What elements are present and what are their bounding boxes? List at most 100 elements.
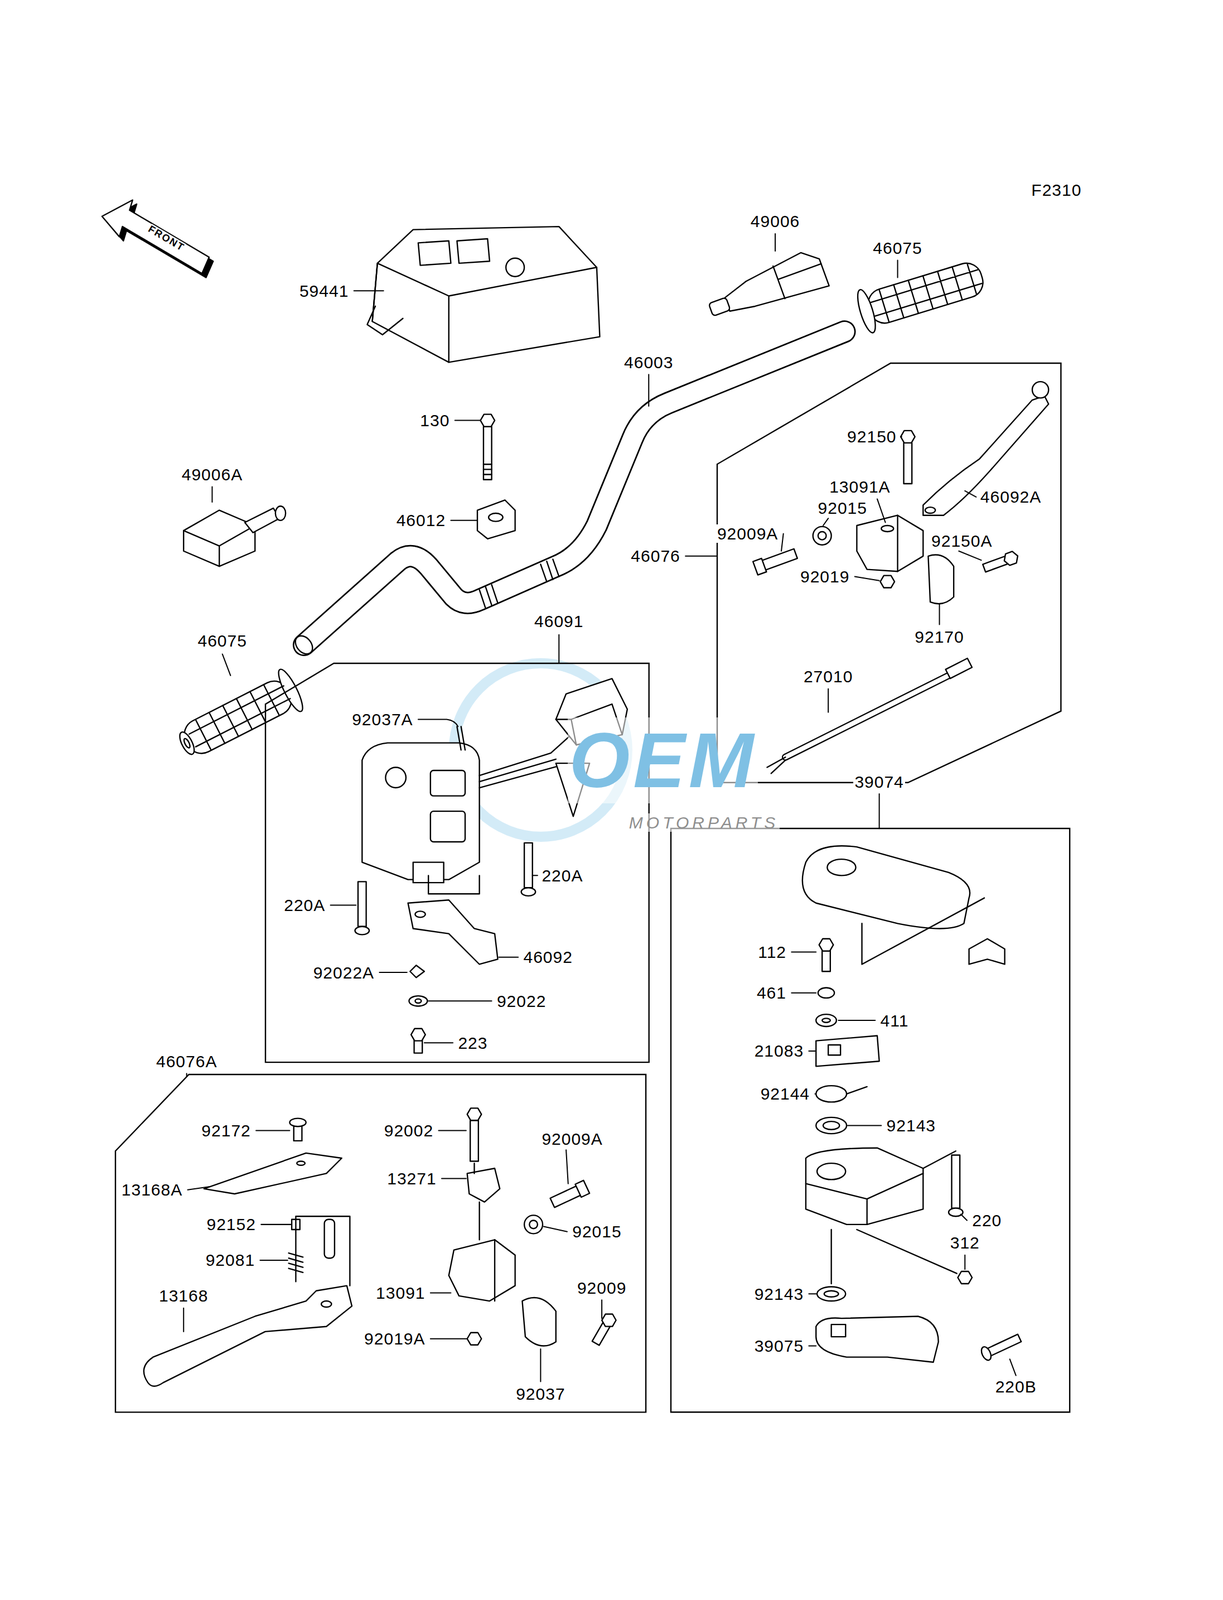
lever-assembly	[467, 1332, 482, 1345]
bracket-part	[856, 515, 923, 572]
throttle-parts	[817, 1162, 846, 1179]
leader-line	[211, 233, 898, 676]
bracket-part	[880, 575, 895, 588]
callout-number: 92143	[753, 1284, 805, 1303]
throttle-parts	[827, 858, 856, 876]
lever-assembly	[143, 1107, 618, 1386]
screw	[355, 926, 370, 935]
switch-housing	[430, 810, 466, 842]
lever-assembly	[474, 1162, 480, 1240]
group-box: 46076A	[115, 1074, 646, 1412]
holder-part	[477, 499, 516, 539]
cable	[945, 658, 973, 679]
callout-number: 461	[755, 983, 788, 1002]
lever	[408, 899, 499, 964]
throttle-parts	[831, 1229, 957, 1284]
callout-number: 46012	[395, 510, 447, 530]
lever-assembly	[529, 1220, 538, 1229]
bracket-part	[982, 549, 1021, 574]
boot-part	[275, 505, 286, 521]
handlebar	[303, 331, 845, 645]
cover-part	[505, 258, 525, 277]
lever-assembly	[600, 1310, 618, 1329]
group-number: 46076A	[155, 1051, 219, 1071]
throttle-parts	[805, 1147, 923, 1225]
callout-number: 92143	[885, 1115, 937, 1135]
throttle-parts	[815, 1013, 837, 1027]
group-box: 39074	[670, 828, 1070, 1412]
callout-number: 13091A	[828, 477, 892, 496]
callout-number: 13168	[157, 1286, 210, 1305]
lever-assembly	[549, 1180, 590, 1210]
grip	[182, 737, 192, 749]
bolt	[480, 414, 495, 480]
group-number: 46091	[533, 611, 585, 631]
callout-number: 21083	[753, 1041, 805, 1060]
callout-number: 13271	[385, 1168, 438, 1188]
lever-assembly	[574, 1180, 590, 1197]
cover-part	[372, 226, 601, 362]
callout-number: 92002	[383, 1120, 435, 1140]
watermark: OEM	[567, 717, 758, 804]
cable	[766, 756, 786, 773]
callout-number: 92022	[495, 991, 548, 1010]
throttle-parts	[802, 845, 1023, 1362]
figure-code: F2310	[1030, 180, 1083, 200]
lever	[414, 910, 425, 917]
callout-number: 92019	[799, 567, 851, 586]
lever-assembly	[467, 1107, 482, 1120]
bracket-part	[813, 526, 832, 545]
lever-assembly	[524, 1214, 543, 1234]
callout-number: 46092A	[979, 487, 1043, 506]
lever	[925, 506, 936, 514]
bracket-part	[752, 558, 767, 575]
group-number: 39074	[853, 772, 905, 791]
grip	[179, 675, 297, 758]
callout-number: 130	[418, 411, 451, 430]
cover-part	[418, 240, 452, 266]
bolt	[900, 430, 916, 443]
lever	[411, 1028, 426, 1041]
lever	[414, 998, 422, 1003]
bracket-part	[818, 531, 827, 540]
callout-number: 46075	[196, 631, 249, 650]
switch-housing	[456, 726, 466, 750]
lever-assembly	[590, 1310, 618, 1346]
callout-number: 92150A	[930, 531, 994, 550]
callout-number: 220	[970, 1210, 1003, 1230]
switch-housing	[479, 734, 572, 788]
bracket-part	[752, 546, 799, 575]
boot-part	[772, 250, 829, 299]
bolt	[483, 426, 492, 480]
bracket-part	[927, 554, 954, 604]
bolt	[480, 414, 495, 427]
grip	[854, 254, 989, 335]
lever-assembly	[295, 1215, 350, 1285]
leader-line	[183, 1130, 602, 1382]
throttle-parts	[846, 1086, 868, 1094]
callout-number: 92150	[846, 427, 898, 446]
lever-assembly	[521, 1297, 556, 1346]
cover-part	[456, 238, 490, 264]
callout-number: 92015	[571, 1221, 623, 1241]
cable	[766, 658, 973, 774]
callout-number: 13091	[374, 1283, 427, 1302]
group-box: 46076	[717, 363, 1061, 783]
lever-assembly	[494, 1239, 496, 1301]
grip	[864, 259, 987, 327]
screw	[524, 842, 533, 888]
lever-assembly	[321, 1300, 332, 1307]
throttle-parts	[986, 1333, 1022, 1357]
throttle-parts	[831, 1323, 847, 1337]
group-outline	[670, 828, 1070, 1412]
lever	[408, 899, 499, 1053]
lever	[1032, 381, 1049, 398]
callout-number: 112	[756, 942, 788, 961]
callout-number: 27010	[802, 666, 854, 686]
leader-line	[791, 951, 1016, 1376]
handlebar	[291, 632, 316, 657]
bolt	[904, 442, 913, 484]
callout-number: 92022A	[312, 963, 376, 982]
callout-number: 220A	[540, 866, 584, 885]
